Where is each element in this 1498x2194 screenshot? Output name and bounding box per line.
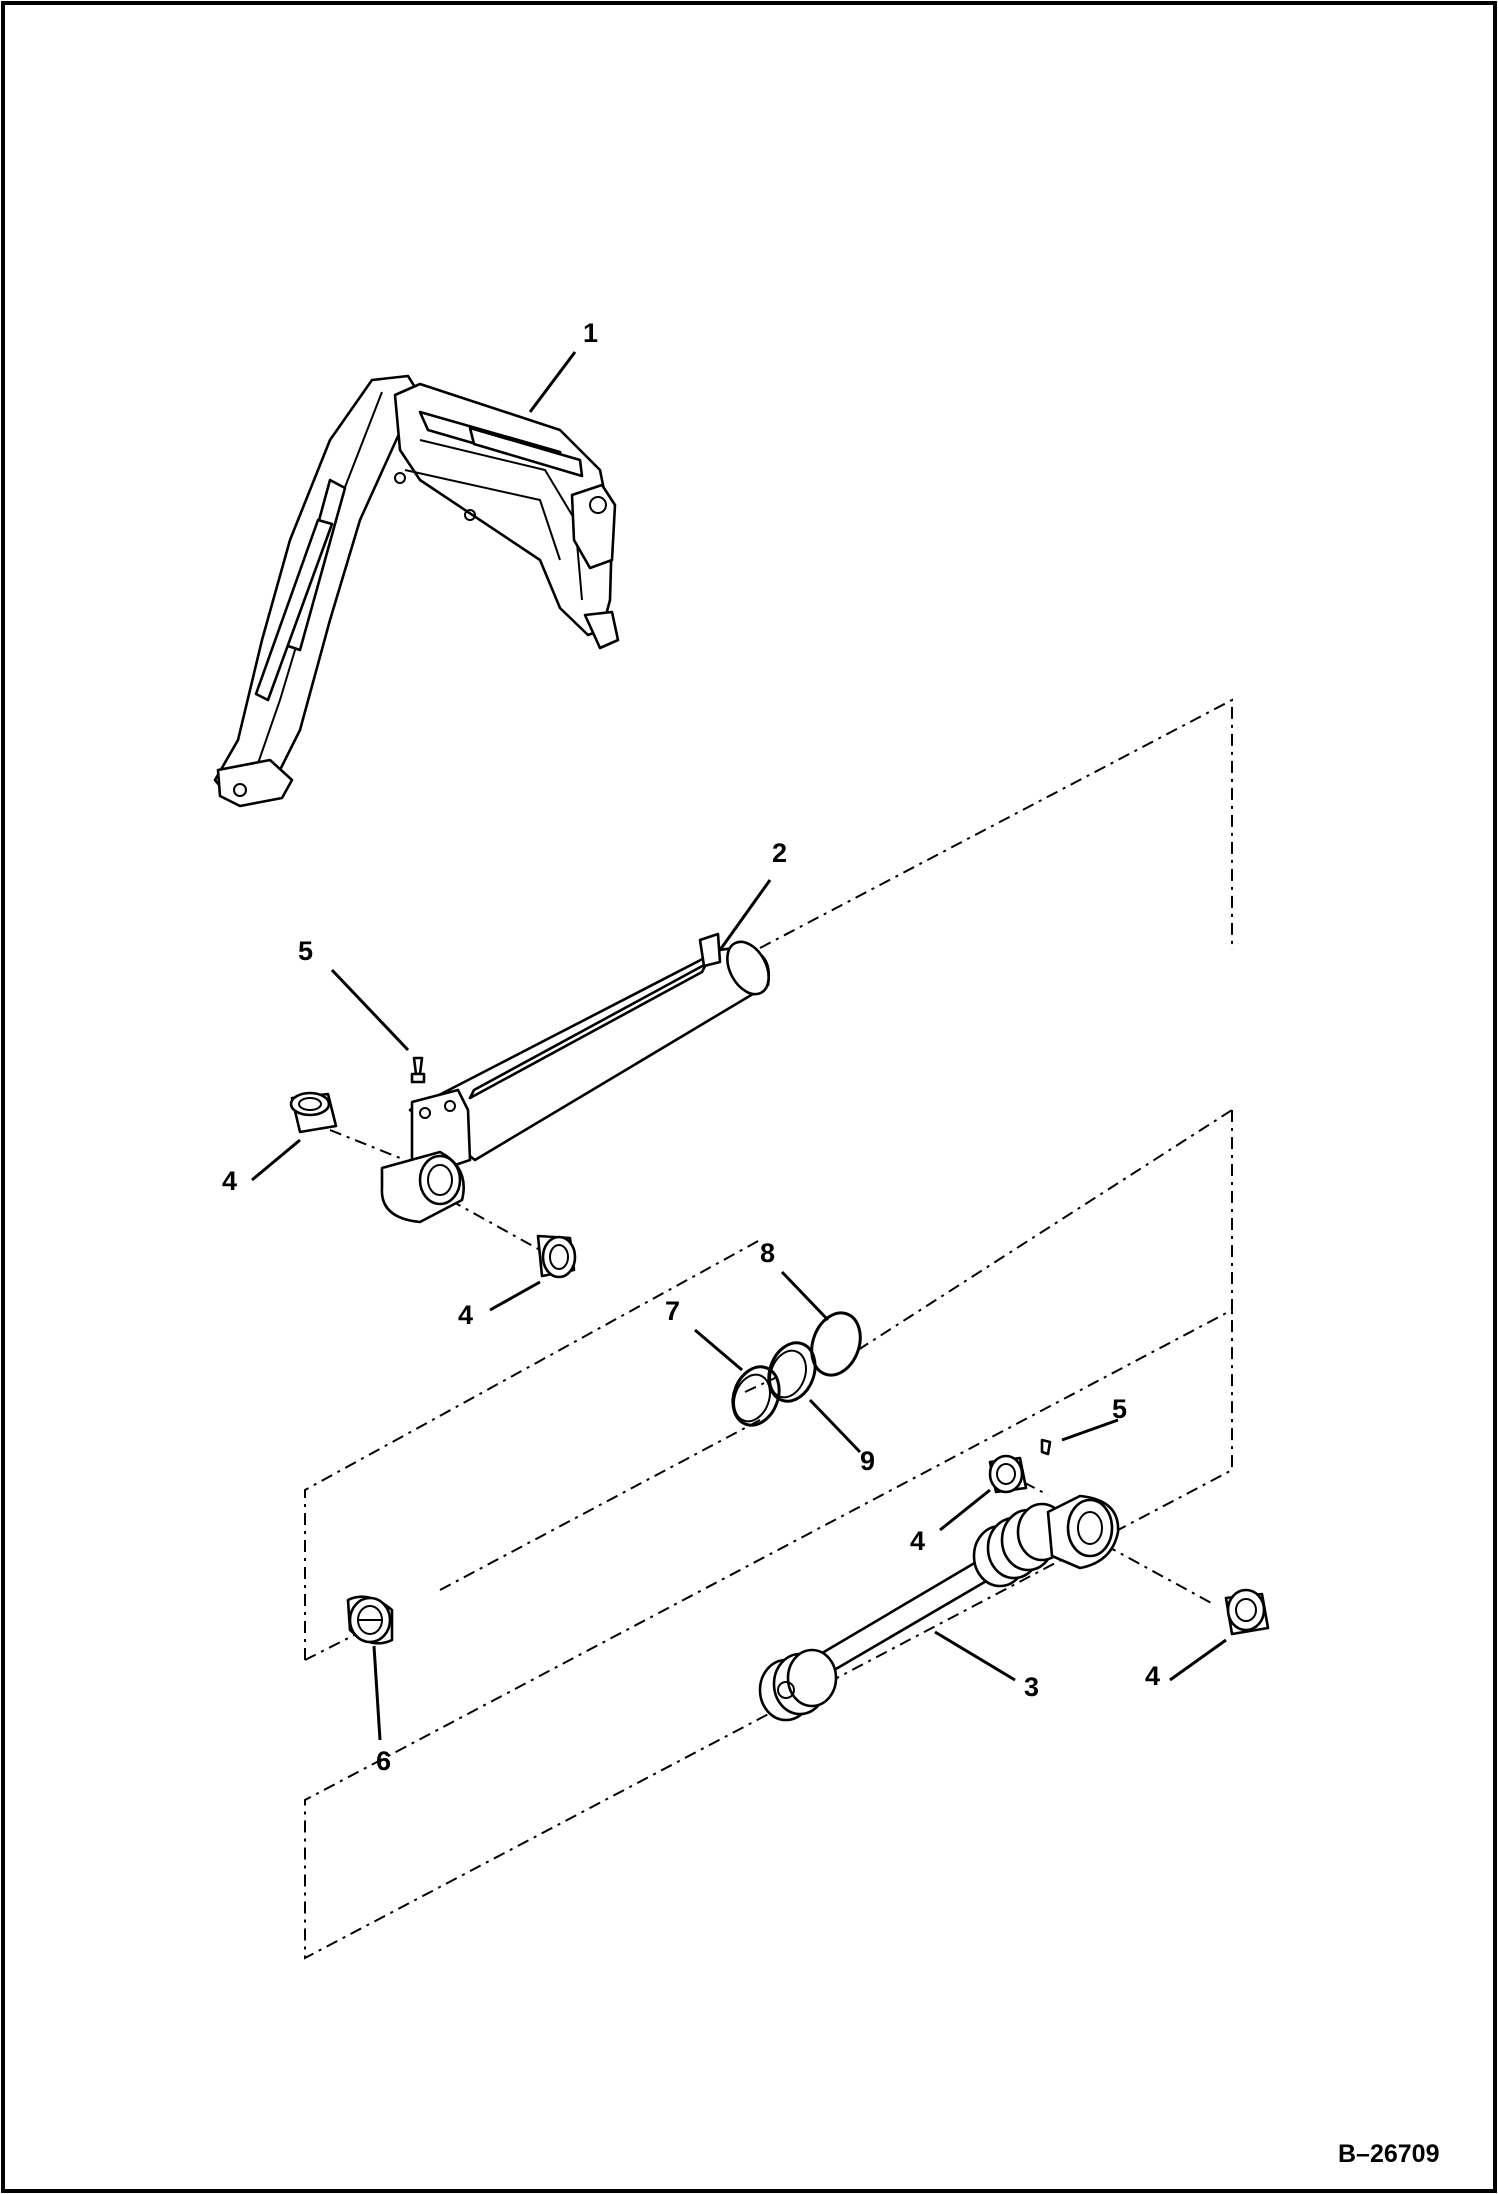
callout-3: 3 [1024,1672,1039,1702]
bushing-lower-left [988,1454,1028,1494]
boom-arm-assembly [213,374,620,808]
grease-fitting-rod [1040,1438,1052,1456]
bushing-lower-right [1224,1588,1270,1636]
callout-8: 8 [760,1238,775,1268]
callout-4-upper-right: 4 [458,1300,473,1330]
callout-5-upper: 5 [298,936,313,966]
callout-4-upper-left: 4 [222,1166,237,1196]
bushing-upper-right [536,1234,577,1279]
cylinder-barrel [380,932,771,1224]
callout-4-lower-left: 4 [910,1526,925,1556]
ring-8 [810,1311,862,1377]
callout-1: 1 [583,318,598,348]
callout-2: 2 [772,838,787,868]
callout-4-lower-right: 4 [1145,1661,1160,1691]
piston-rod [758,1494,1120,1722]
callout-5-lower: 5 [1112,1394,1127,1424]
ring-7 [731,1365,781,1427]
callout-9: 9 [860,1446,875,1476]
bushing-upper-left [289,1091,338,1134]
cylinder-gland [346,1595,394,1645]
assembly-guide-lines [304,698,1233,1960]
document-number: B–26709 [1338,2140,1439,2168]
callout-6: 6 [376,1746,391,1776]
ring-9 [767,1341,817,1403]
callout-7: 7 [665,1296,680,1326]
leader-lines [251,351,1227,1741]
